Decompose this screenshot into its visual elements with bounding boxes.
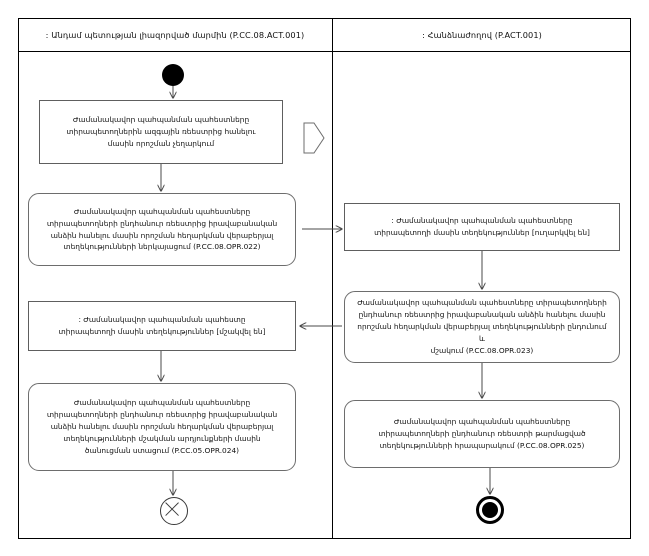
node-b3-line-1: Ժամանակավոր պահպանման պահեստները	[393, 417, 571, 427]
swimlane-frame	[18, 18, 631, 539]
initial-node	[162, 64, 184, 86]
node-a2-line-4: տեղեկությունների ներկայացում (P.CC.08.OP…	[63, 242, 261, 252]
node-a3-line-1: : Ժամանակավոր պահպանման պահեստը	[78, 315, 246, 325]
signal-information-sent[interactable]: : Ժամանակավոր պահպանման պահեստները տիրապ…	[344, 203, 620, 251]
node-a2-line-3: անձին հանելու մասին որոշման հեղարկման վե…	[50, 230, 274, 240]
node-a4-line-4: տեղեկությունների մշակման արդյունքների մա…	[63, 433, 261, 443]
send-signal-icon	[303, 122, 325, 154]
node-a4-line-3: անձին հանելու մասին որոշման հեղարկման վե…	[50, 422, 274, 431]
node-a4-line-5: ծանուցման ստացում (P.CC.05.OPR.024)	[84, 445, 240, 455]
node-b2-line-2: ընդհանուր ռեեստրից իրավաբանական անձին հա…	[358, 310, 606, 320]
swimlane-header-right: : Հանձնաժողով (P.ACT.001)	[422, 29, 542, 40]
node-a4-line-1: Ժամանակավոր պահպանման պահեստները	[73, 398, 251, 408]
node-b1-line-1: : Ժամանակավոր պահպանման պահեստները	[391, 216, 573, 226]
node-b3-line-2: տիրապետողների ընդհանուր ռեեստրի թարմացվա…	[378, 429, 586, 438]
node-b2-line-1: Ժամանակավոր պահպանման պահեստները տիրապետ…	[357, 298, 607, 308]
action-submit-information-opr022[interactable]: Ժամանակավոր պահպանման պահեստները տիրապետ…	[28, 193, 296, 266]
activity-final-node	[476, 496, 504, 524]
node-b3-line-3: տեղեկությունների հրապարակում (P.CC.08.OP…	[379, 440, 585, 450]
node-b2-line-3: որոշման հեղարկման վերաբերյալ տեղեկությու…	[357, 322, 607, 343]
swimlane-vertical-divider	[332, 18, 333, 539]
node-a1-line-2: տիրապետողներին ազգային ռեեստրից հանելու	[66, 127, 256, 136]
node-a1-line-1: Ժամանակավոր պահպանման պահեստները	[72, 115, 250, 125]
action-publish-updated-registry-opr025[interactable]: Ժամանակավոր պահպանման պահեստները տիրապետ…	[344, 400, 620, 468]
flow-final-node	[160, 497, 188, 525]
note-deregistration-cancellation[interactable]: Ժամանակավոր պահպանման պահեստները տիրապետ…	[39, 100, 283, 164]
node-b2-line-4: մշակում (P.CC.08.OPR.023)	[430, 345, 534, 355]
swimlane-header-divider	[18, 51, 631, 52]
node-a3-line-2: տիրապետողի մասին տեղեկություններ [մշակվե…	[58, 327, 266, 336]
node-b1-line-2: տիրապետողի մասին տեղեկություններ [ուղարկ…	[374, 228, 590, 237]
signal-information-processed[interactable]: : Ժամանակավոր պահպանման պահեստը տիրապետո…	[28, 301, 296, 351]
node-a2-line-1: Ժամանակավոր պահպանման պահեստները	[73, 206, 251, 216]
action-receive-and-process-opr023[interactable]: Ժամանակավոր պահպանման պահեստները տիրապետ…	[344, 291, 620, 363]
node-a4-line-2: տիրապետողների ընդհանուր ռեեստրից իրավաբա…	[46, 410, 278, 420]
node-a1-line-3: մասին որոշման չեղարկում	[107, 138, 215, 148]
swimlane-header-left: : Անդամ պետության լիազորված մարմին (P.CC…	[45, 29, 305, 40]
node-a2-line-2: տիրապետողների ընդհանուր ռեեստրից իրավաբա…	[46, 218, 278, 228]
action-receive-notification-opr024[interactable]: Ժամանակավոր պահպանման պահեստները տիրապետ…	[28, 383, 296, 471]
